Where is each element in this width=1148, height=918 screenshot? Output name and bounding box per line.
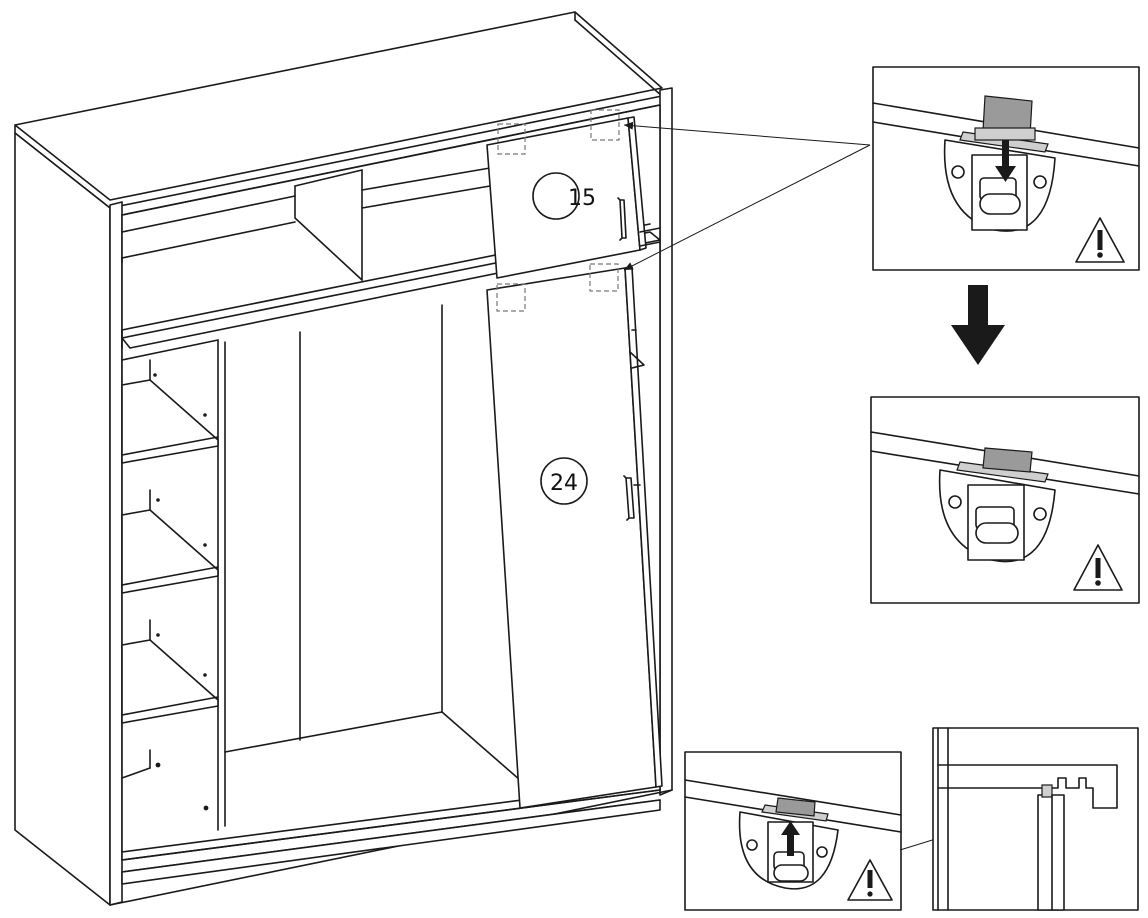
detail-insert-fitting — [872, 66, 1140, 271]
wardrobe-left-front-edge — [109, 201, 123, 906]
top-door-fitting-marker-right — [590, 109, 620, 141]
detail-rail-profile — [932, 727, 1139, 911]
bottom-door-callout-label: 24 — [550, 471, 578, 496]
wardrobe-right-front-edge — [659, 87, 673, 796]
release-slider-block — [775, 797, 816, 817]
top-door-callout-circle — [532, 172, 580, 220]
wardrobe-top-panel — [14, 11, 663, 201]
top-door-callout-label: 15 — [568, 186, 596, 211]
detail-inserted-fitting — [870, 396, 1140, 604]
top-door-handle — [617, 197, 627, 241]
pointer-arrow-icon — [623, 121, 871, 146]
rail-profile-outline — [937, 764, 1118, 809]
detail-pointer-lines — [623, 121, 871, 271]
top-door-panel: 15 — [486, 109, 661, 279]
detail-release-fitting — [684, 751, 902, 911]
wardrobe-left-side-panel — [14, 132, 111, 906]
inserted-slider-block — [982, 447, 1033, 473]
bottom-door-panel: 24 — [486, 263, 663, 809]
wardrobe-plinth — [121, 799, 661, 885]
down-arrow-icon — [995, 140, 1016, 182]
bottom-door-fitting-marker-right — [589, 263, 619, 292]
warning-triangle-icon — [1075, 217, 1125, 263]
door-edge-profile — [1037, 794, 1065, 911]
bottom-door-callout-circle — [540, 457, 588, 505]
warning-triangle-icon — [1073, 544, 1123, 591]
down-arrow-icon — [951, 285, 1005, 365]
pointer-arrow-icon — [623, 144, 871, 271]
top-door-fitting-marker-left — [497, 123, 526, 155]
up-arrow-icon — [781, 821, 800, 856]
bottom-door-fitting-marker-left — [496, 283, 526, 312]
warning-triangle-icon — [847, 859, 893, 901]
bottom-door-handle — [623, 475, 635, 521]
